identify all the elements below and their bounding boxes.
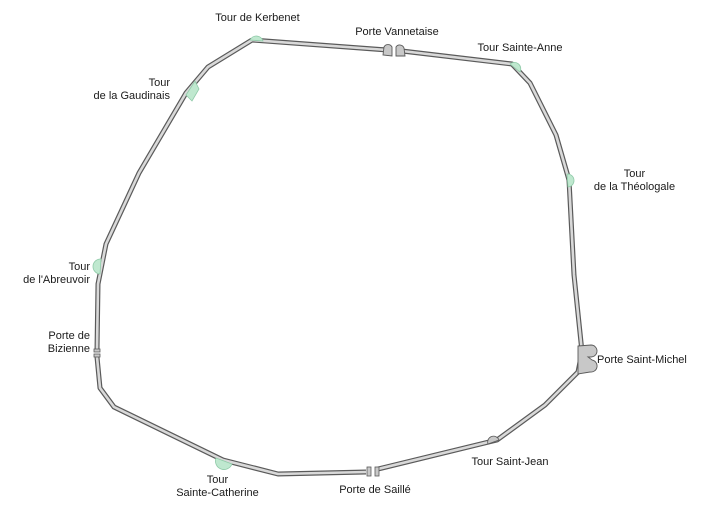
label-line: Tour <box>206 474 229 486</box>
label-line: Tour de Kerbenet <box>215 12 300 24</box>
label-line: Sainte-Catherine <box>176 487 259 499</box>
label-line: Tour Sainte-Anne <box>477 42 563 54</box>
label-line: Porte Vannetaise <box>355 26 439 38</box>
label-porte-de-saille: Porte de Saillé <box>325 484 425 497</box>
gate-saint-michel <box>577 344 598 375</box>
tower-gaudinais <box>185 80 200 102</box>
label-tour-saint-jean: Tour Saint-Jean <box>460 456 560 469</box>
label-porte-vannetaise: Porte Vannetaise <box>342 26 452 39</box>
tower-sainte-catherine <box>215 457 233 470</box>
label-line: Porte de Saillé <box>339 484 411 496</box>
rampart-wall <box>94 37 585 477</box>
label-tour-de-kerbenet: Tour de Kerbenet <box>200 12 315 25</box>
tower-theologale <box>566 173 575 188</box>
label-line: Porte Saint-Michel <box>597 354 687 366</box>
tower-sainte-anne <box>509 62 522 73</box>
label-line: Bizienne <box>47 343 90 355</box>
tower-abreuvoir <box>92 258 102 275</box>
label-line: Tour <box>68 261 90 273</box>
tower-kerbenet <box>249 35 264 42</box>
label-line: de la Gaudinais <box>93 90 170 102</box>
label-line: de la Théologale <box>593 181 676 193</box>
label-line: Tour Saint-Jean <box>471 456 549 468</box>
label-line: Tour <box>148 77 170 89</box>
rampart-wall-fill <box>95 38 584 476</box>
label-line: Porte de <box>48 330 90 342</box>
gate-saille <box>366 466 380 477</box>
label-line: Tour <box>623 168 646 180</box>
gate-vannetaise <box>382 44 406 57</box>
rampart-wall-outline <box>94 37 585 477</box>
label-porte-saint-michel: Porte Saint-Michel <box>597 354 702 367</box>
gate-bizienne <box>93 348 101 358</box>
tower-saint-jean <box>487 435 500 445</box>
label-tour-sainte-anne: Tour Sainte-Anne <box>465 42 575 55</box>
label-line: de l'Abreuvoir <box>23 274 90 286</box>
